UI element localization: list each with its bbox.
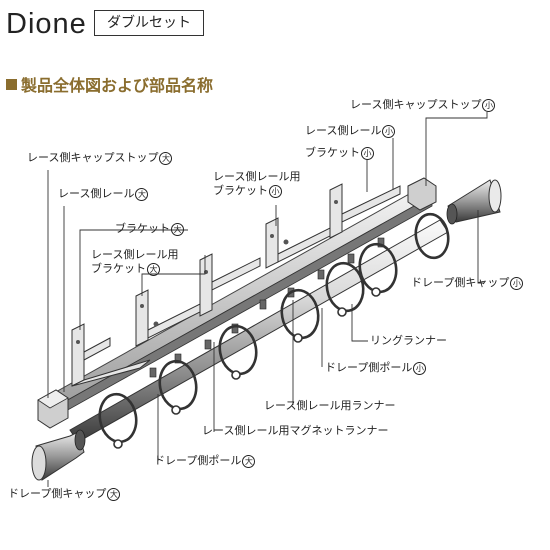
size-badge: 小 bbox=[382, 125, 396, 138]
square-bullet-icon bbox=[6, 79, 17, 90]
label-text: レース側レール用マグネットランナー bbox=[202, 424, 389, 437]
label-drape-cap-small: ドレープ側キャップ小 bbox=[411, 276, 524, 290]
size-badge: 小 bbox=[482, 99, 496, 112]
label-text: ドレープ側キャップ bbox=[411, 276, 510, 289]
label-lace-rail-large: レース側レール大 bbox=[58, 187, 149, 201]
brand-name: Dione bbox=[6, 8, 87, 40]
label-text: レース側レール bbox=[58, 187, 135, 200]
label-text: レース側レール用 bbox=[213, 170, 301, 183]
leader-lines bbox=[47, 112, 488, 487]
label-drape-pole-small: ドレープ側ポール小 bbox=[325, 361, 427, 375]
label-lace-rail-bracket-small: レース側レール用ブラケット小 bbox=[213, 170, 300, 198]
lace-cap-stop-small bbox=[407, 177, 437, 211]
label-text: ブラケット bbox=[115, 222, 170, 235]
label-text: ブラケット bbox=[305, 146, 360, 159]
size-badge: 小 bbox=[413, 362, 427, 375]
size-badge: 大 bbox=[171, 223, 184, 236]
label-lace-rail-small: レース側レール小 bbox=[305, 124, 396, 138]
size-badge: 小 bbox=[510, 277, 524, 290]
label-text: レース側キャップストップ bbox=[27, 151, 159, 164]
size-badge: 大 bbox=[135, 188, 149, 201]
brackets bbox=[71, 183, 401, 387]
section-title: 製品全体図および部品名称 bbox=[6, 72, 213, 96]
label-lace-rail-magnet-runner: レース側レール用マグネットランナー bbox=[202, 424, 388, 438]
size-badge: 大 bbox=[107, 488, 121, 501]
size-badge: 大 bbox=[242, 455, 256, 468]
drape-cap-small bbox=[446, 179, 502, 225]
size-badge: 小 bbox=[361, 147, 374, 160]
lace-rail bbox=[44, 187, 433, 417]
label-text: レース側レール bbox=[305, 124, 382, 137]
label-bracket-large: ブラケット大 bbox=[115, 222, 184, 236]
label-text: レース側レール用 bbox=[91, 248, 179, 261]
size-badge: 大 bbox=[159, 152, 173, 165]
set-type-badge: ダブルセット bbox=[94, 10, 204, 36]
label-text: ドレープ側キャップ bbox=[8, 487, 107, 500]
lace-cap-stop-large bbox=[37, 389, 69, 429]
label-drape-pole-large: ドレープ側ポール大 bbox=[154, 454, 256, 468]
label-bracket-small: ブラケット小 bbox=[305, 146, 374, 160]
label-text: ブラケット bbox=[91, 262, 146, 275]
label-lace-cap-stop-large: レース側キャップストップ大 bbox=[27, 151, 173, 165]
ring-eyelets bbox=[113, 287, 381, 449]
label-drape-cap-large: ドレープ側キャップ大 bbox=[8, 487, 121, 501]
label-text: リングランナー bbox=[370, 334, 447, 347]
label-text: レース側キャップストップ bbox=[350, 98, 482, 111]
label-text: ブラケット bbox=[213, 184, 268, 197]
label-lace-rail-runner: レース側レール用ランナー bbox=[264, 399, 395, 413]
size-badge: 小 bbox=[269, 185, 282, 198]
label-lace-cap-stop-small: レース側キャップストップ小 bbox=[350, 98, 496, 112]
label-text: ドレープ側ポール bbox=[154, 454, 242, 467]
size-badge: 大 bbox=[147, 263, 160, 276]
label-text: ドレープ側ポール bbox=[325, 361, 413, 374]
label-lace-rail-bracket-large: レース側レール用ブラケット大 bbox=[91, 248, 178, 276]
label-ring-runner: リングランナー bbox=[370, 334, 447, 348]
drape-cap-large bbox=[31, 429, 86, 481]
section-title-text: 製品全体図および部品名称 bbox=[21, 76, 214, 95]
label-text: レース側レール用ランナー bbox=[264, 399, 396, 412]
bracket-screw-holes bbox=[76, 200, 338, 344]
